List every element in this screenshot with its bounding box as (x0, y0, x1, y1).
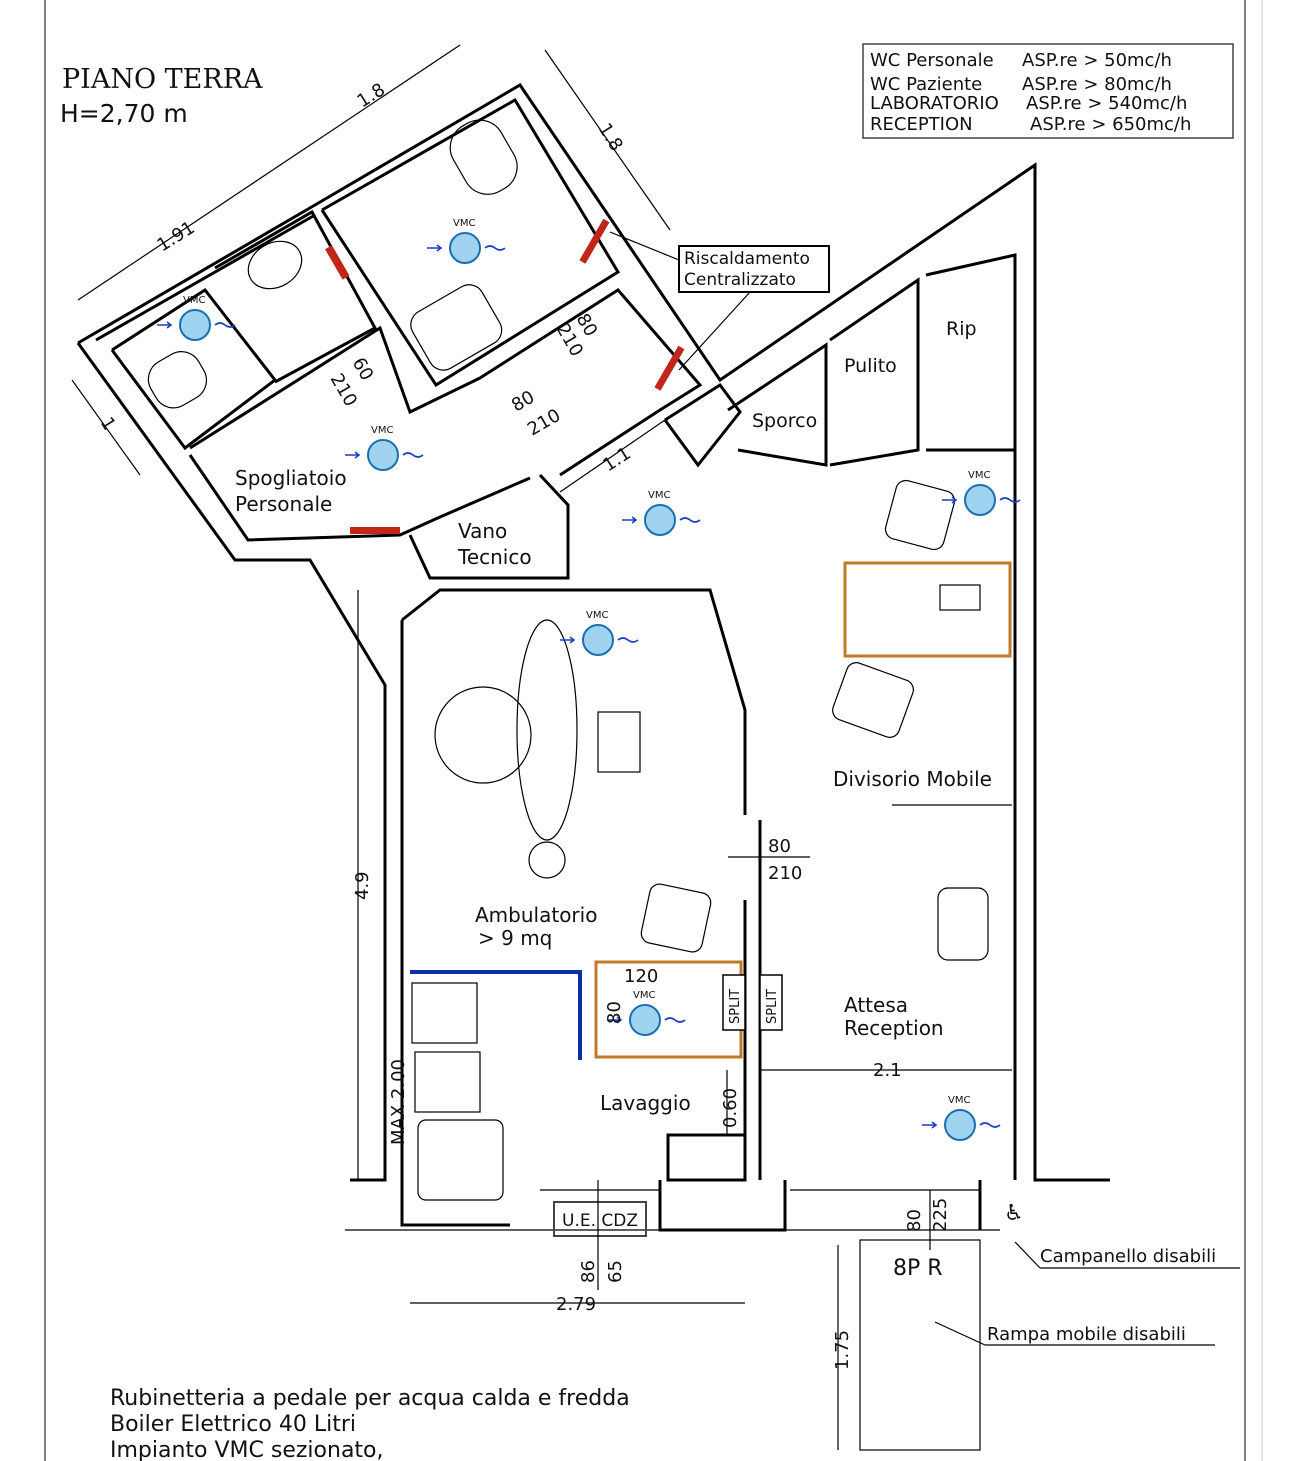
airflow-arrow-icon (607, 1016, 686, 1024)
legend-room: WC Paziente (870, 74, 982, 95)
svg-text:210: 210 (768, 863, 802, 884)
svg-text:80: 80 (604, 1001, 625, 1024)
vmc-unit: VMC (942, 470, 1021, 516)
svg-text:1.75: 1.75 (832, 1330, 853, 1370)
svg-text:2.79: 2.79 (556, 1294, 596, 1315)
vmc-vent-icon (449, 232, 481, 264)
room-ambulatorio-area: > 9 mq (478, 926, 552, 950)
accessibility-icon: ♿ (1004, 1201, 1024, 1226)
svg-text:80: 80 (508, 387, 538, 417)
vmc-label: VMC (183, 295, 205, 306)
vmc-label: VMC (586, 610, 608, 621)
legend-room: RECEPTION (870, 114, 973, 135)
vmc-unit: VMC (607, 990, 686, 1036)
airflow-arrow-icon (942, 496, 1021, 504)
svg-text:210: 210 (524, 405, 564, 440)
vmc-vent-icon (964, 484, 996, 516)
furniture (147, 119, 1012, 1201)
svg-text:SPLIT: SPLIT (765, 989, 780, 1024)
svg-text:80: 80 (768, 836, 791, 857)
svg-text:60: 60 (348, 354, 378, 384)
vmc-vent-icon (629, 1004, 661, 1036)
room-reception: Reception (844, 1016, 944, 1040)
airflow-arrow-icon (922, 1121, 1001, 1129)
svg-text:MAX 2.00: MAX 2.00 (388, 1059, 409, 1145)
legend-value: ASP.re > 80mc/h (1022, 74, 1172, 95)
svg-text:1.8: 1.8 (354, 79, 389, 112)
vmc-vent-icon (582, 624, 614, 656)
vmc-label: VMC (633, 990, 655, 1001)
ue-cdz-label: U.E. CDZ (553, 1201, 647, 1237)
airflow-arrow-icon (427, 244, 506, 252)
plan-title: PIANO TERRA (62, 64, 263, 95)
svg-text:1: 1 (96, 414, 120, 435)
svg-text:1.91: 1.91 (154, 217, 199, 256)
room-pulito: Pulito (844, 355, 897, 377)
svg-text:U.E. CDZ: U.E. CDZ (562, 1211, 638, 1231)
vmc-vent-icon (367, 439, 399, 471)
room-rip: Rip (946, 318, 977, 340)
airflow-arrow-icon (622, 516, 701, 524)
legend-value: ASP.re > 540mc/h (1026, 93, 1187, 114)
ventilation-legend: WC Personale ASP.re > 50mc/h WC Paziente… (862, 43, 1234, 139)
vmc-vent-icon (944, 1109, 976, 1141)
svg-text:Riscaldamento: Riscaldamento (684, 249, 810, 269)
vmc-unit: VMC (157, 295, 236, 341)
room-vano-tecnico: Vano (458, 519, 507, 543)
svg-text:0.60: 0.60 (720, 1088, 741, 1128)
divisorio-mobile-label: Divisorio Mobile (833, 767, 992, 791)
svg-text:4.9: 4.9 (352, 871, 373, 900)
vmc-unit: VMC (622, 490, 701, 536)
svg-text:2.1: 2.1 (873, 1060, 902, 1081)
room-vano-tecnico: Tecnico (457, 545, 532, 569)
svg-text:8P R: 8P R (893, 1256, 943, 1281)
airflow-arrow-icon (560, 636, 639, 644)
vmc-label: VMC (968, 470, 990, 481)
room-sporco: Sporco (752, 410, 817, 432)
vmc-label: VMC (453, 218, 475, 229)
legend-value: ASP.re > 650mc/h (1030, 114, 1191, 135)
vmc-unit: VMC (427, 218, 506, 264)
plan-height: H=2,70 m (60, 99, 188, 128)
rampa-mobile-label: Rampa mobile disabili (987, 1324, 1186, 1345)
svg-text:225: 225 (930, 1198, 951, 1232)
airflow-arrow-icon (157, 321, 236, 329)
svg-text:1.8: 1.8 (594, 120, 627, 155)
note-line: Boiler Elettrico 40 Litri (110, 1412, 356, 1437)
vmc-unit: VMC (922, 1095, 1001, 1141)
svg-text:120: 120 (624, 966, 658, 987)
vmc-unit: VMC (345, 425, 424, 471)
legend-room: LABORATORIO (870, 93, 999, 114)
svg-text:65: 65 (605, 1260, 626, 1283)
airflow-arrow-icon (345, 451, 424, 459)
note-line: Impianto VMC sezionato, (110, 1438, 384, 1461)
note-line: Rubinetteria a pedale per acqua calda e … (110, 1386, 630, 1411)
svg-text:86: 86 (578, 1260, 599, 1283)
room-spogliatoio: Spogliatoio (235, 466, 347, 490)
split-unit: SPLIT (759, 974, 783, 1031)
vmc-label: VMC (648, 490, 670, 501)
room-spogliatoio: Personale (235, 492, 332, 516)
svg-text:SPLIT: SPLIT (728, 989, 743, 1024)
split-unit: SPLIT (722, 974, 746, 1031)
vmc-unit: VMC (560, 610, 639, 656)
legend-room: WC Personale (870, 50, 994, 71)
vmc-label: VMC (948, 1095, 970, 1106)
campanello-disabili-label: Campanello disabili (1040, 1246, 1216, 1267)
riscaldamento-callout: Riscaldamento Centralizzato (609, 231, 830, 371)
ramp (859, 1239, 981, 1451)
reception-desk (843, 561, 1012, 658)
room-ambulatorio: Ambulatorio (475, 903, 597, 927)
svg-text:Centralizzato: Centralizzato (684, 270, 796, 290)
vmc-vent-icon (179, 309, 211, 341)
vmc-label: VMC (371, 425, 393, 436)
legend-value: ASP.re > 50mc/h (1022, 50, 1172, 71)
vmc-vent-icon (644, 504, 676, 536)
svg-text:1.1: 1.1 (599, 443, 634, 476)
dimensions: 1.8 1.91 1.8 1 60 210 80 210 80 210 1.1 … (71, 44, 1012, 1450)
room-lavaggio: Lavaggio (600, 1091, 691, 1115)
svg-text:80: 80 (904, 1209, 925, 1232)
room-attesa: Attesa (844, 993, 908, 1017)
